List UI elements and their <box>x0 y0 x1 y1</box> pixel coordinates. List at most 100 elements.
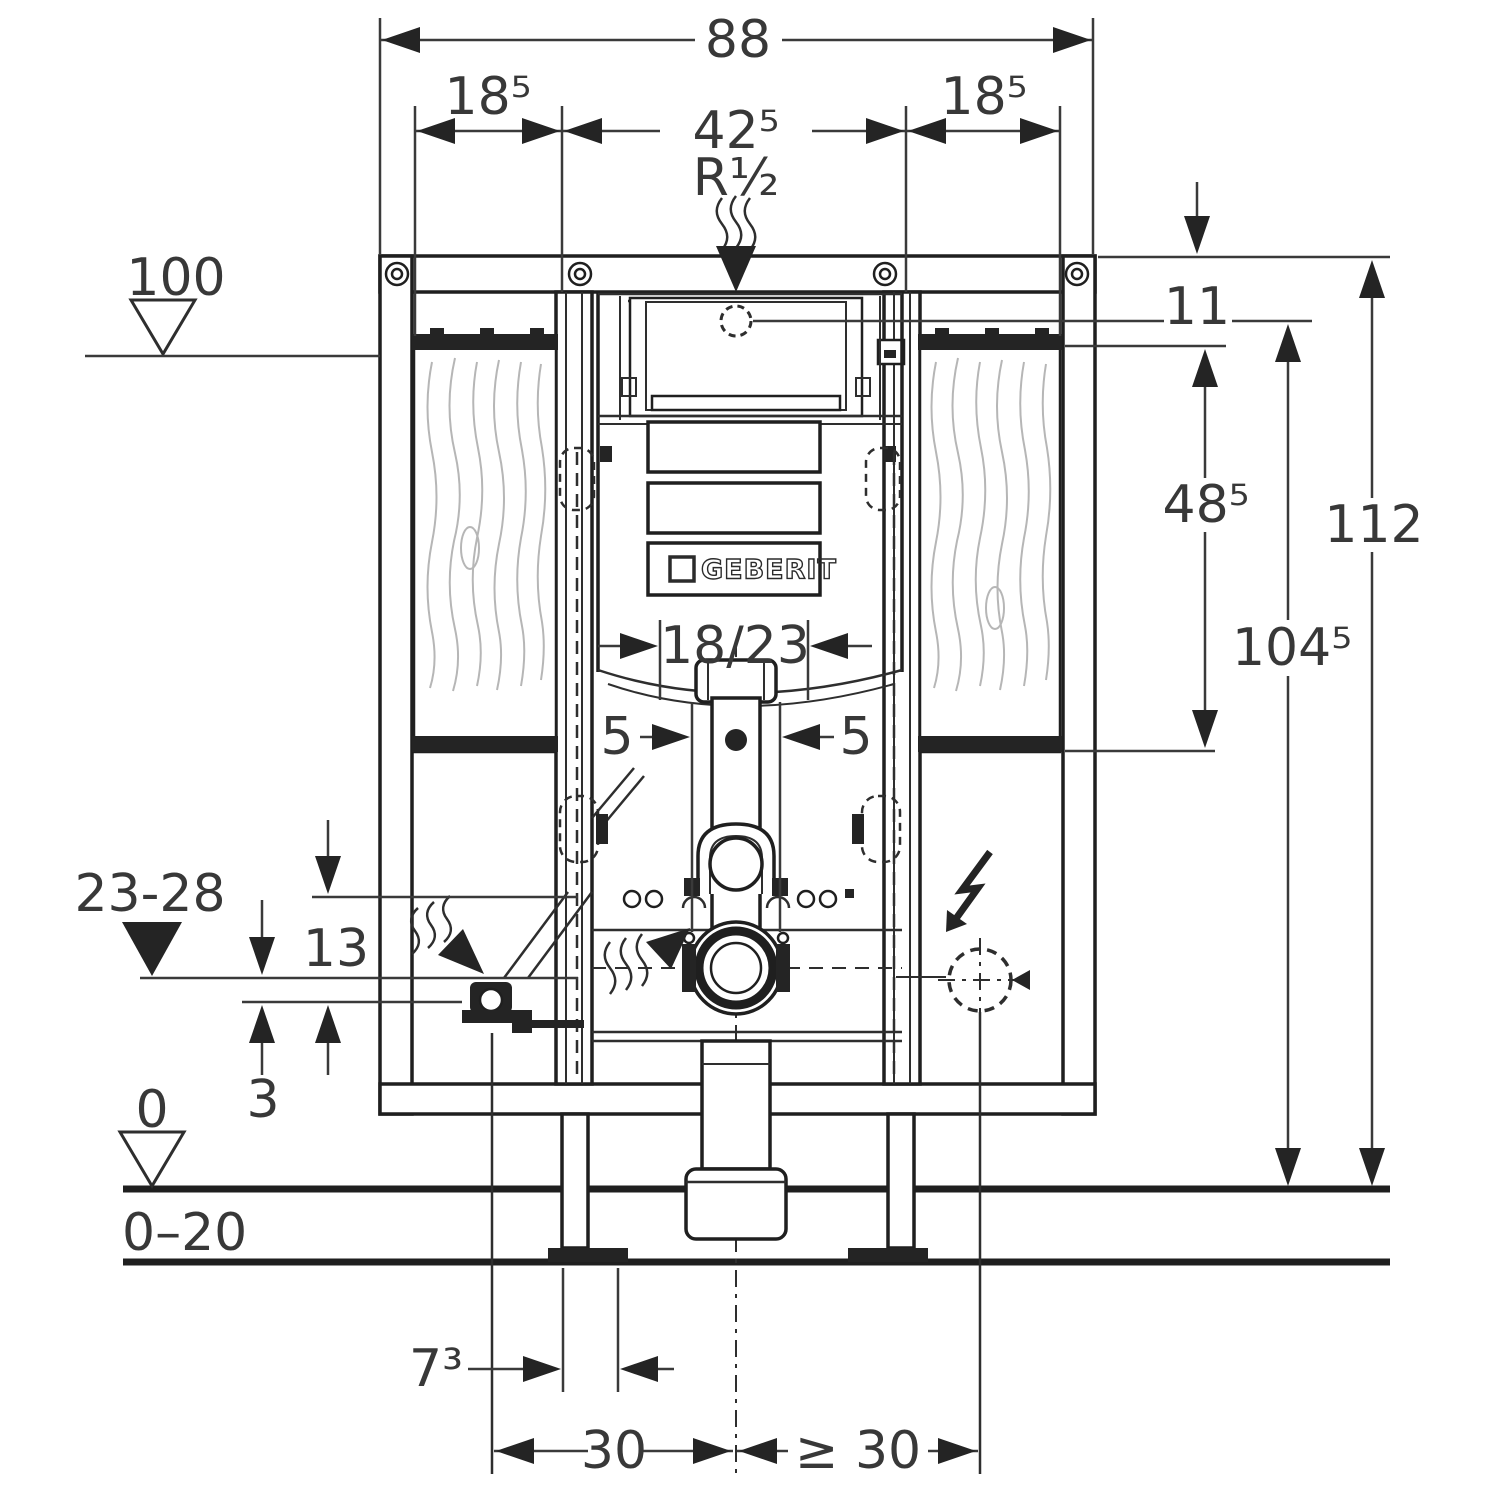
rail-tab <box>985 328 999 334</box>
dim-1823-label: 18/23 <box>660 616 810 676</box>
right-wood-panel <box>918 336 1062 754</box>
dim-center-width-label: 42⁵ <box>692 101 779 161</box>
rail-tab <box>530 328 544 334</box>
logo-square-icon <box>668 555 696 583</box>
actuator-panel-2 <box>646 481 822 535</box>
opening-clip <box>855 377 871 397</box>
foot-range-label: 0–20 <box>122 1203 247 1263</box>
actuator-panel-1 <box>646 420 822 474</box>
dim-total-height: 112 <box>1324 260 1424 1186</box>
valve-bore <box>478 987 504 1013</box>
diagonal-brace-upper <box>603 775 645 825</box>
fixing-hole <box>644 889 664 909</box>
wc-bolt-mark <box>852 814 864 844</box>
left-panel-top-rail <box>412 334 558 350</box>
fixing-hole <box>818 889 838 909</box>
dim-bottom-spacings: 30 ≥ 30 <box>494 1421 978 1481</box>
drain-flange <box>682 944 696 992</box>
dim-485-label: 48⁵ <box>1162 475 1249 535</box>
dim-overall-width: 88 <box>378 10 1095 254</box>
opening-bottom-bar <box>650 394 842 412</box>
flange-bolt <box>776 931 790 945</box>
service-connections <box>462 304 1030 1474</box>
wc-bolt-mark <box>596 814 608 844</box>
dim-supply-foot-offset: 7³ <box>409 1268 674 1399</box>
supply-thread-label: R½ <box>693 148 780 208</box>
left-foot-plate <box>548 1248 628 1262</box>
rail-tab <box>480 328 494 334</box>
dim-top-to-rail: 11 <box>753 182 1390 348</box>
level-marker-0: 0 0–20 <box>117 1080 247 1263</box>
drain-flange <box>776 944 790 992</box>
wood-grain <box>426 357 547 692</box>
dim-5-left-label: 5 <box>600 707 633 767</box>
electrical-pointer <box>1012 970 1030 990</box>
dim-rail-to-panel: 48⁵ <box>1065 349 1250 753</box>
right-foot <box>886 1112 916 1250</box>
drain-connector-ring <box>694 926 778 1010</box>
wood-grain <box>930 357 1052 692</box>
dim-1045-label: 104⁵ <box>1232 618 1352 678</box>
valve-bracket-step <box>512 1023 532 1033</box>
drain-pipe <box>700 1039 772 1171</box>
dim-13-label: 13 <box>303 919 369 979</box>
dim-right-offset-label: 18⁵ <box>940 67 1027 127</box>
left-wood-panel <box>412 336 558 754</box>
center-marker-dot <box>725 729 747 751</box>
level-triangle-open-icon <box>117 1130 187 1189</box>
dim-5-right-label: 5 <box>839 707 872 767</box>
lightning-bolt-icon <box>946 849 993 932</box>
fixing-mark <box>845 889 854 898</box>
dimensions: 88 18⁵ 42⁵ 18⁵ R½ 100 <box>74 10 1423 1481</box>
dim-112-label: 112 <box>1324 495 1423 555</box>
frame-left-upright <box>378 254 414 1116</box>
outlet-bend-flange <box>708 836 764 892</box>
drain-connector-bore <box>709 941 763 995</box>
logo-text: GEBERIT <box>701 555 837 586</box>
level-marker-23-28: 23-28 <box>74 864 578 980</box>
diagonal-brace <box>502 891 570 979</box>
screw-icon <box>384 261 1090 287</box>
dim-bend-offset: 13 3 <box>242 820 578 1130</box>
dim-outlet-spacing: 18/23 <box>598 616 872 700</box>
frame-right-upright <box>1061 254 1097 1116</box>
right-foot-plate <box>848 1248 928 1262</box>
fixing-hook <box>765 895 791 909</box>
fixing-hole <box>796 889 816 909</box>
drain-socket <box>684 1167 788 1241</box>
frame-left-strut <box>554 290 594 1086</box>
dim-73-label: 7³ <box>409 1339 463 1399</box>
level-triangle-filled-icon <box>122 922 182 976</box>
geberit-logo: GEBERIT <box>668 554 837 586</box>
mounting-frame <box>378 254 1097 1262</box>
water-flow-icon <box>715 195 757 292</box>
right-panel-top-rail <box>918 334 1062 350</box>
level-0-label: 0 <box>135 1080 168 1140</box>
dim-ge30-label: ≥ 30 <box>795 1421 921 1481</box>
wc-bolt-position <box>860 794 902 864</box>
dim-top-offsets: 18⁵ 42⁵ 18⁵ <box>413 67 1062 336</box>
side-clip <box>600 446 612 462</box>
water-flow-icon <box>603 928 690 995</box>
anchor-tab <box>558 446 596 512</box>
strut-fastener-mark <box>884 350 896 358</box>
level-100-label: 100 <box>126 248 225 308</box>
right-panel-bottom-rail <box>918 736 1062 752</box>
water-flow-icon <box>409 895 484 974</box>
wood-panels <box>412 328 1062 754</box>
concealed-cistern: GEBERIT <box>596 292 904 707</box>
dim-11-label: 11 <box>1164 277 1230 337</box>
anchor-tab <box>864 446 902 512</box>
outlet-bend-arch-inner <box>709 834 763 894</box>
dim-left-offset-label: 18⁵ <box>444 67 531 127</box>
level-triangle-open-icon <box>128 298 198 357</box>
dim-3-label: 3 <box>246 1070 279 1130</box>
dim-pipe-offsets: 5 5 <box>600 702 873 932</box>
left-foot <box>560 1112 590 1250</box>
fixing-hook <box>681 895 707 909</box>
rail-tab <box>935 328 949 334</box>
valve-bracket <box>462 1010 532 1023</box>
diagonal-brace <box>526 891 594 979</box>
